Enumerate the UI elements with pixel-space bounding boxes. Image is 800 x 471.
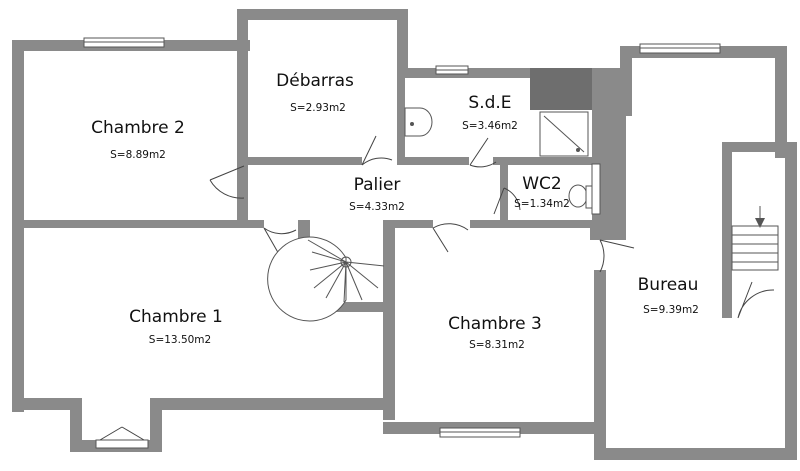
toilet-icon bbox=[568, 184, 593, 209]
stair-arrow-icon bbox=[731, 206, 779, 271]
room-name-palier: Palier bbox=[354, 175, 401, 195]
spiral-staircase-icon bbox=[267, 236, 385, 322]
room-name-chambre1: Chambre 1 bbox=[129, 307, 223, 327]
room-name-chambre2: Chambre 2 bbox=[91, 118, 185, 138]
room-name-wc2: WC2 bbox=[522, 174, 562, 194]
room-name-chambre3: Chambre 3 bbox=[448, 314, 542, 334]
room-area-chambre2: S=8.89m2 bbox=[110, 149, 166, 161]
walls bbox=[12, 9, 797, 460]
windows bbox=[83, 37, 721, 449]
room-name-debarras: Débarras bbox=[276, 71, 354, 91]
sink-icon bbox=[404, 107, 433, 137]
shower-icon bbox=[539, 111, 589, 157]
room-area-wc2: S=1.34m2 bbox=[514, 198, 570, 210]
window-chambre1 bbox=[95, 439, 149, 449]
room-name-bureau: Bureau bbox=[638, 275, 699, 295]
doors bbox=[209, 135, 775, 319]
room-area-debarras: S=2.93m2 bbox=[290, 102, 346, 114]
room-area-palier: S=4.33m2 bbox=[349, 201, 405, 213]
room-area-chambre1: S=13.50m2 bbox=[149, 334, 211, 346]
window-wc2 bbox=[591, 163, 601, 215]
room-area-bureau: S=9.39m2 bbox=[643, 304, 699, 316]
room-name-sde: S.d.E bbox=[468, 93, 511, 113]
room-area-sde: S=3.46m2 bbox=[462, 120, 518, 132]
room-labels: Chambre 2 S=8.89m2 Débarras S=2.93m2 S.d… bbox=[91, 71, 699, 351]
room-area-chambre3: S=8.31m2 bbox=[469, 339, 525, 351]
